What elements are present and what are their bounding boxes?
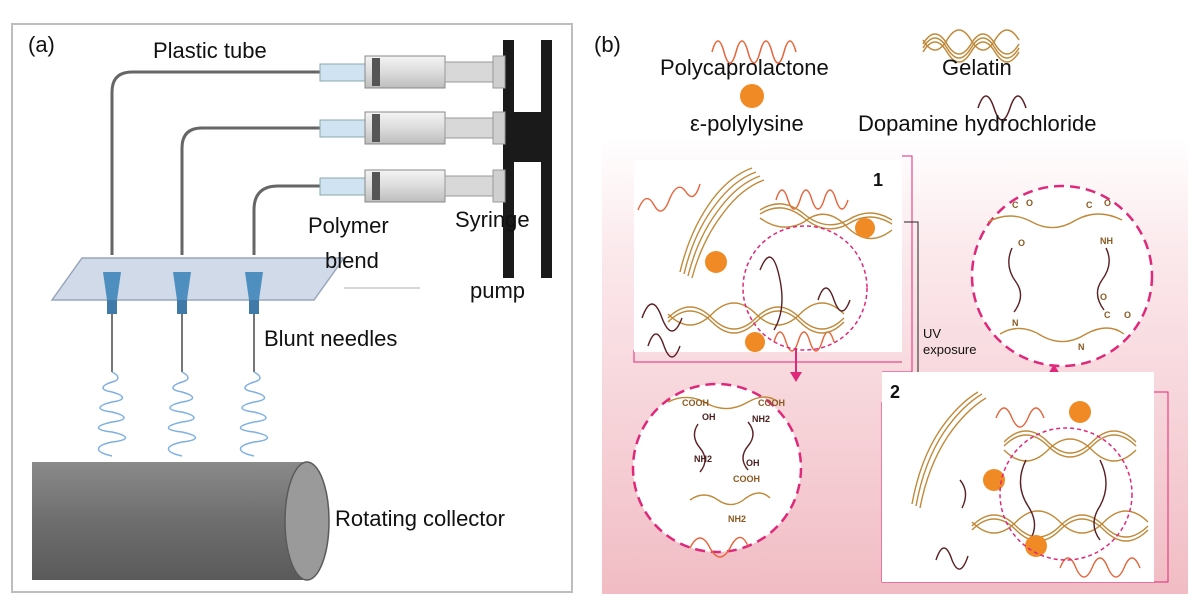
legend-polylysine-icon [740, 84, 764, 108]
legend-dopamine-icon [977, 95, 1027, 121]
blunt-needles [103, 272, 263, 372]
chem-o-1: O [1026, 198, 1033, 208]
pink-arrow-1-head [790, 372, 802, 382]
polymer-blend-label-2: blend [325, 248, 379, 273]
syringe-1 [319, 55, 506, 89]
panel-b-label: (b) [594, 32, 621, 57]
panel-b: (b) Polycaprolactone Gelatin ε-polylysin… [594, 29, 1188, 594]
syringe-3 [319, 169, 506, 203]
panel-a-label: (a) [28, 32, 55, 57]
state-1-box: 1 [634, 160, 902, 358]
plastic-tubes [110, 70, 322, 255]
legend-polylysine-label: ε-polylysine [690, 111, 804, 136]
chem-c-1: C [1012, 200, 1019, 210]
chem-cooh-3: COOH [733, 474, 760, 484]
rotating-collector-label: Rotating collector [335, 506, 505, 531]
chem-n-2: N [1078, 342, 1085, 352]
chem-o-3: O [1104, 198, 1111, 208]
uv-label-2: exposure [923, 342, 976, 357]
syringe-pump [503, 40, 552, 278]
blunt-needles-label: Blunt needles [264, 326, 397, 351]
chem-cooh-1: COOH [682, 398, 709, 408]
plastic-tube-label: Plastic tube [153, 38, 267, 63]
legend-gelatin-icon [922, 29, 1020, 63]
syringe-2 [319, 111, 506, 145]
chem-c-2: C [1086, 200, 1093, 210]
syringe-pump-label-2: pump [470, 278, 525, 303]
polymer-blend-label-1: Polymer [308, 213, 389, 238]
chem-o-2: O [1018, 238, 1025, 248]
panel-a: (a) [11, 23, 573, 593]
state-2-box: 2 [882, 372, 1154, 582]
chem-n-1: N [1012, 318, 1019, 328]
chem-after-circle: C O O C O NH N O C O N [970, 184, 1154, 368]
chem-o-4: O [1100, 292, 1107, 302]
chem-oh-2: OH [746, 458, 760, 468]
legend-dopamine-label: Dopamine hydrochloride [858, 111, 1096, 136]
chem-before-circle: COOH COOH OH NH2 NH2 OH COOH NH2 [631, 382, 803, 558]
uv-label-1: UV [923, 326, 941, 341]
chem-c-3: C [1104, 310, 1111, 320]
chem-cooh-2: COOH [758, 398, 785, 408]
legend-pcl-label: Polycaprolactone [660, 55, 829, 80]
syringes [319, 55, 506, 203]
chem-o-5: O [1124, 310, 1131, 320]
state-1-label: 1 [873, 170, 883, 190]
chem-oh-1: OH [702, 412, 716, 422]
chem-nh-1: NH [1100, 236, 1113, 246]
needle-plate [50, 257, 346, 301]
rotating-collector [32, 461, 330, 581]
chem-nh2-2: NH2 [694, 454, 712, 464]
chem-nh2-1: NH2 [752, 414, 770, 424]
fiber-jets [97, 371, 269, 457]
legend-gelatin-label: Gelatin [942, 55, 1012, 80]
syringe-pump-label-1: Syringe [455, 207, 530, 232]
chem-nh2-3: NH2 [728, 514, 746, 524]
state-2-label: 2 [890, 382, 900, 402]
legend-pcl-icon [711, 40, 797, 64]
